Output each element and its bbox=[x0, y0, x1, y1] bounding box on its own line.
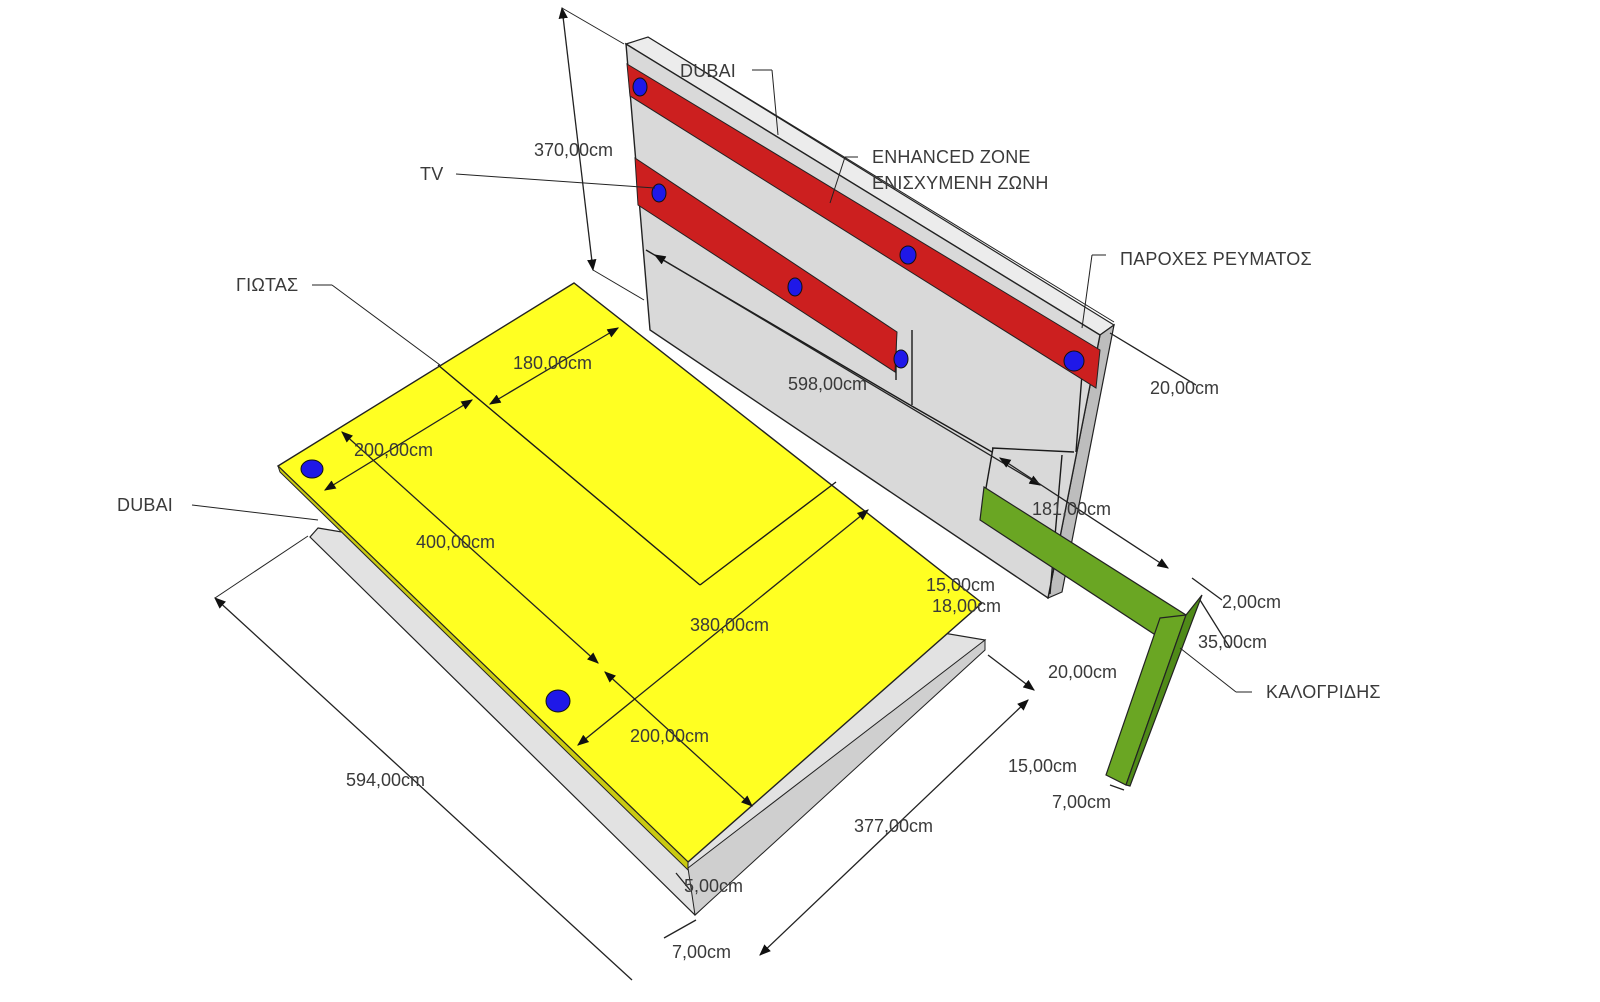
green-beam bbox=[979, 485, 1203, 787]
dim-floor-200b: 200,00cm bbox=[630, 726, 709, 746]
dim-floor-400: 400,00cm bbox=[416, 532, 495, 552]
socket-dot bbox=[787, 277, 803, 297]
label-tv: TV bbox=[420, 164, 443, 184]
annotations: DUBAI ENHANCED ZONE ΕΝΙΣΧΥΜΕΝΗ ΖΩΝΗ TV Π… bbox=[117, 61, 1381, 962]
dim-base-7: 7,00cm bbox=[672, 942, 731, 962]
dim-beam-7: 7,00cm bbox=[1052, 792, 1111, 812]
dimension-lines bbox=[191, 6, 1252, 981]
dim-beam-2: 2,00cm bbox=[1222, 592, 1281, 612]
beam-vertical-front bbox=[1105, 614, 1187, 786]
dim-thickness-18: 18,00cm bbox=[932, 596, 1001, 616]
label-dubai-top: DUBAI bbox=[680, 61, 736, 81]
socket-dot bbox=[893, 349, 909, 369]
socket-dot bbox=[1063, 350, 1085, 372]
dim-gap-20: 20,00cm bbox=[1048, 662, 1117, 682]
dim-wall-depth: 20,00cm bbox=[1150, 378, 1219, 398]
dim-wall-length: 598,00cm bbox=[788, 374, 867, 394]
label-dubai-left: DUBAI bbox=[117, 495, 173, 515]
socket-dot bbox=[651, 183, 667, 203]
dim-wall-height: 370,00cm bbox=[534, 140, 613, 160]
beam-vertical-side bbox=[1125, 594, 1203, 787]
dim-floor-380: 380,00cm bbox=[690, 615, 769, 635]
dim-floor-377: 377,00cm bbox=[854, 816, 933, 836]
label-giotas: ΓΙΩΤΑΣ bbox=[236, 275, 298, 295]
label-enhanced-en: ENHANCED ZONE bbox=[872, 147, 1031, 167]
dim-floor-180: 180,00cm bbox=[513, 353, 592, 373]
dim-base-5: 5,00cm bbox=[684, 876, 743, 896]
label-kalogridis: ΚΑΛΟΓΡΙΔΗΣ bbox=[1266, 682, 1381, 702]
dim-beam-181: 181,00cm bbox=[1032, 499, 1111, 519]
socket-dot bbox=[899, 245, 917, 265]
dim-floor-594: 594,00cm bbox=[346, 770, 425, 790]
socket-dot bbox=[300, 459, 324, 479]
socket-dot bbox=[632, 77, 648, 97]
dim-thickness-15: 15,00cm bbox=[926, 575, 995, 595]
dim-beam-35: 35,00cm bbox=[1198, 632, 1267, 652]
label-power-supplies: ΠΑΡΟΧΕΣ ΡΕΥΜΑΤΟΣ bbox=[1120, 249, 1312, 269]
label-enhanced-gr: ΕΝΙΣΧΥΜΕΝΗ ΖΩΝΗ bbox=[872, 173, 1049, 193]
dim-floor-200a: 200,00cm bbox=[354, 440, 433, 460]
dim-beam-15: 15,00cm bbox=[1008, 756, 1077, 776]
socket-dot bbox=[545, 689, 571, 713]
